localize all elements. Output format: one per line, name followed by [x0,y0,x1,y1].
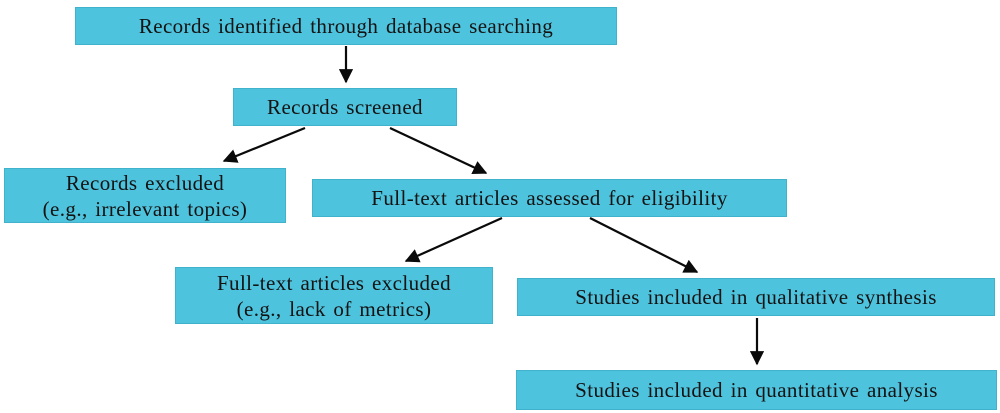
flow-node-qualitative-synthesis: Studies included in qualitative synthesi… [517,278,995,316]
flow-node-quantitative-analysis: Studies included in quantitative analysi… [516,370,997,410]
flow-node-records-excluded: Records excluded (e.g., irrelevant topic… [4,168,286,223]
flow-node-records-screened: Records screened [233,88,457,126]
arrow-assessed-to-qualitative [589,217,699,273]
arrow-assessed-to-fulltext-excluded [404,216,503,263]
arrow-screened-to-fulltext-assessed [389,127,488,175]
arrow-screened-to-records-excluded [222,126,306,163]
flow-node-records-identified: Records identified through database sear… [75,7,617,45]
flow-node-fulltext-excluded: Full-text articles excluded (e.g., lack … [175,267,493,324]
flow-node-fulltext-assessed: Full-text articles assessed for eligibil… [312,179,787,217]
